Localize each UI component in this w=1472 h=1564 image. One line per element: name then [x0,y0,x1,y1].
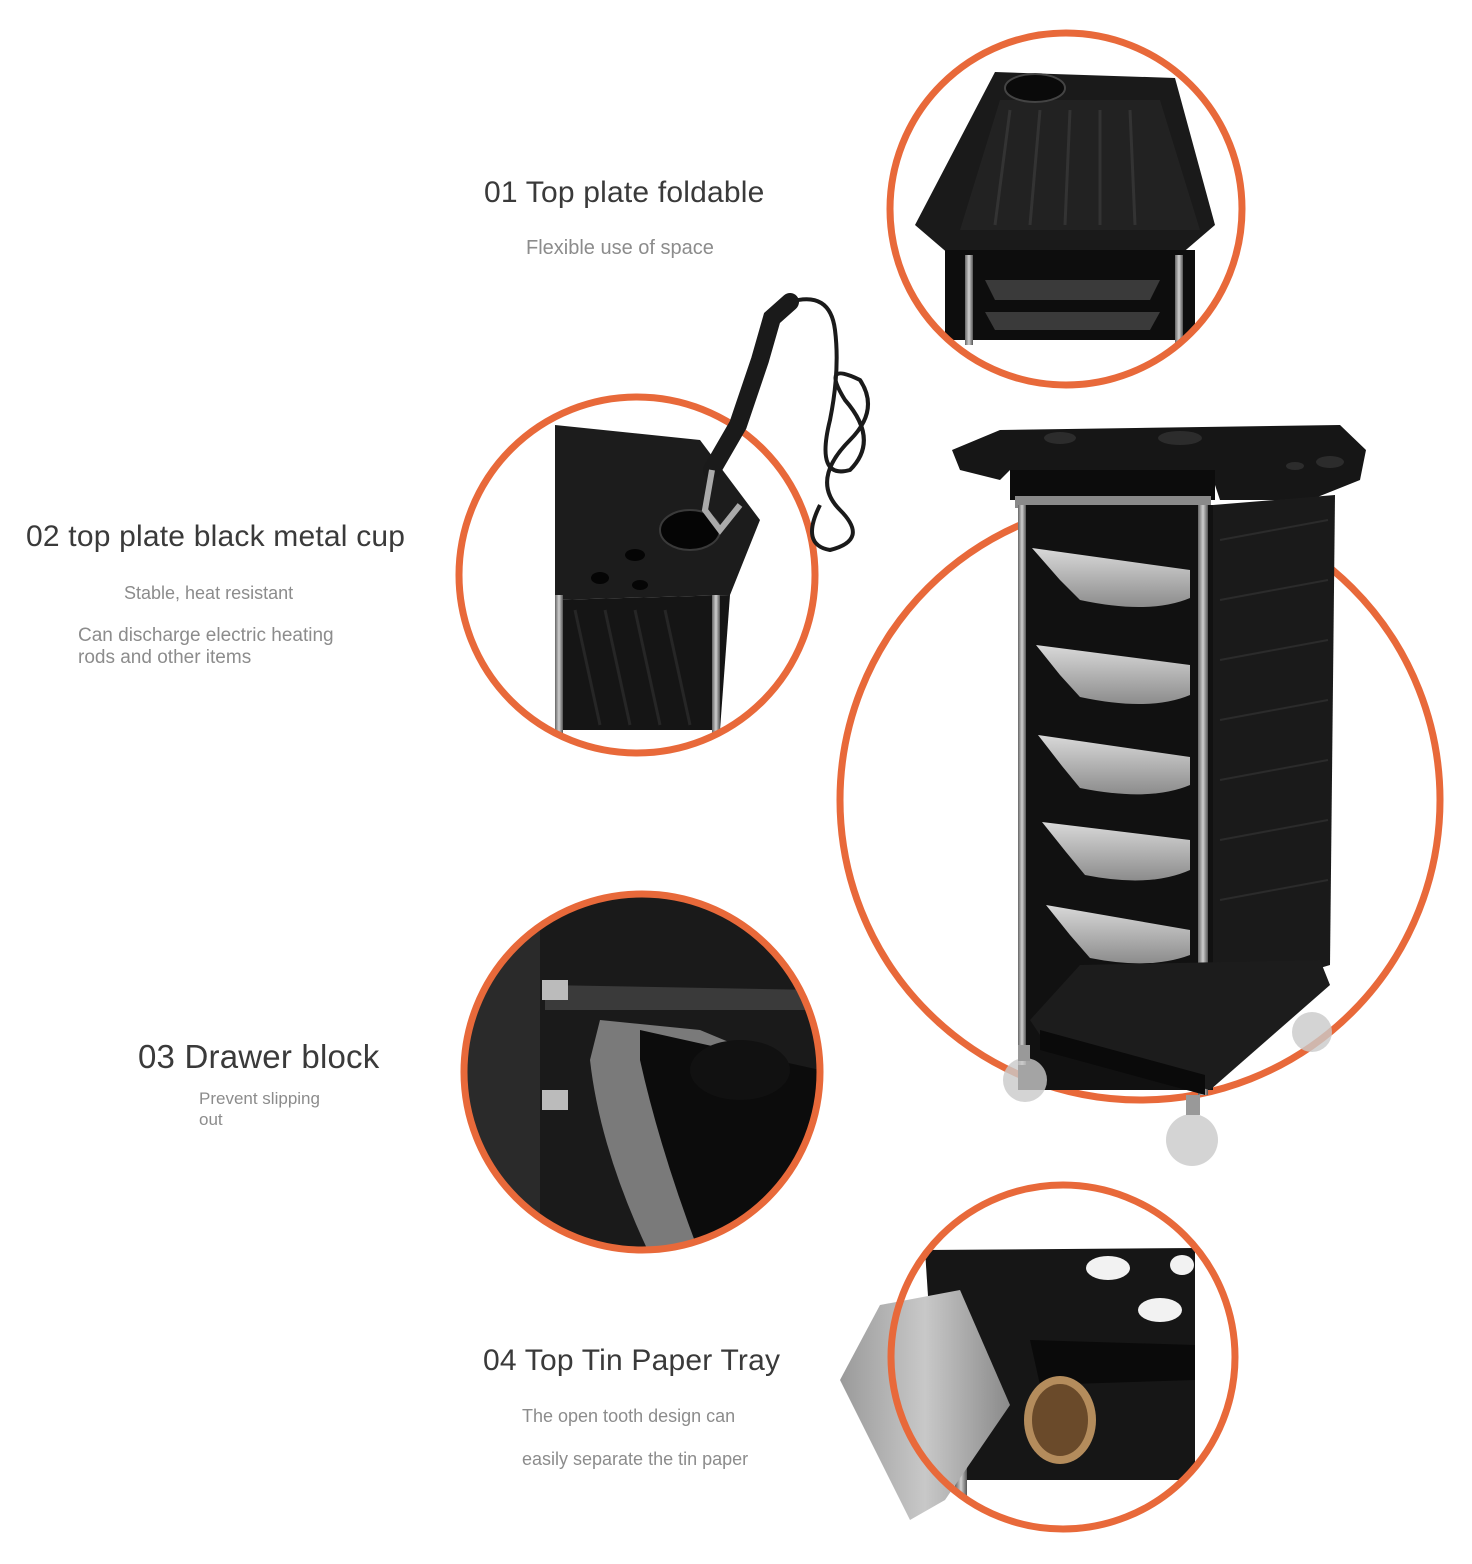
feature-1-title: 01 Top plate foldable [484,176,765,209]
feature-2-subtitle: Stable, heat resistant [124,583,294,603]
detail-tin-paper-tray [840,1181,1239,1533]
trolley-cart [952,425,1366,1166]
detail-drawer-block [460,890,824,1254]
feature-3-subtitle: Prevent slipping out [199,1089,320,1129]
feature-3-title: 03 Drawer block [138,1038,380,1075]
detail-top-plate [886,29,1246,389]
feature-4-subtitle-line2: easily separate the tin paper [522,1449,749,1469]
feature-2-detail: Can discharge electric heating rods and … [78,625,334,668]
feature-4-title: 04 Top Tin Paper Tray [483,1344,781,1377]
detail-metal-cup [455,293,870,757]
feature-2-title: 02 top plate black metal cup [26,520,406,553]
feature-1-subtitle: Flexible use of space [526,237,714,259]
feature-4-subtitle-line1: The open tooth design can [522,1406,736,1426]
